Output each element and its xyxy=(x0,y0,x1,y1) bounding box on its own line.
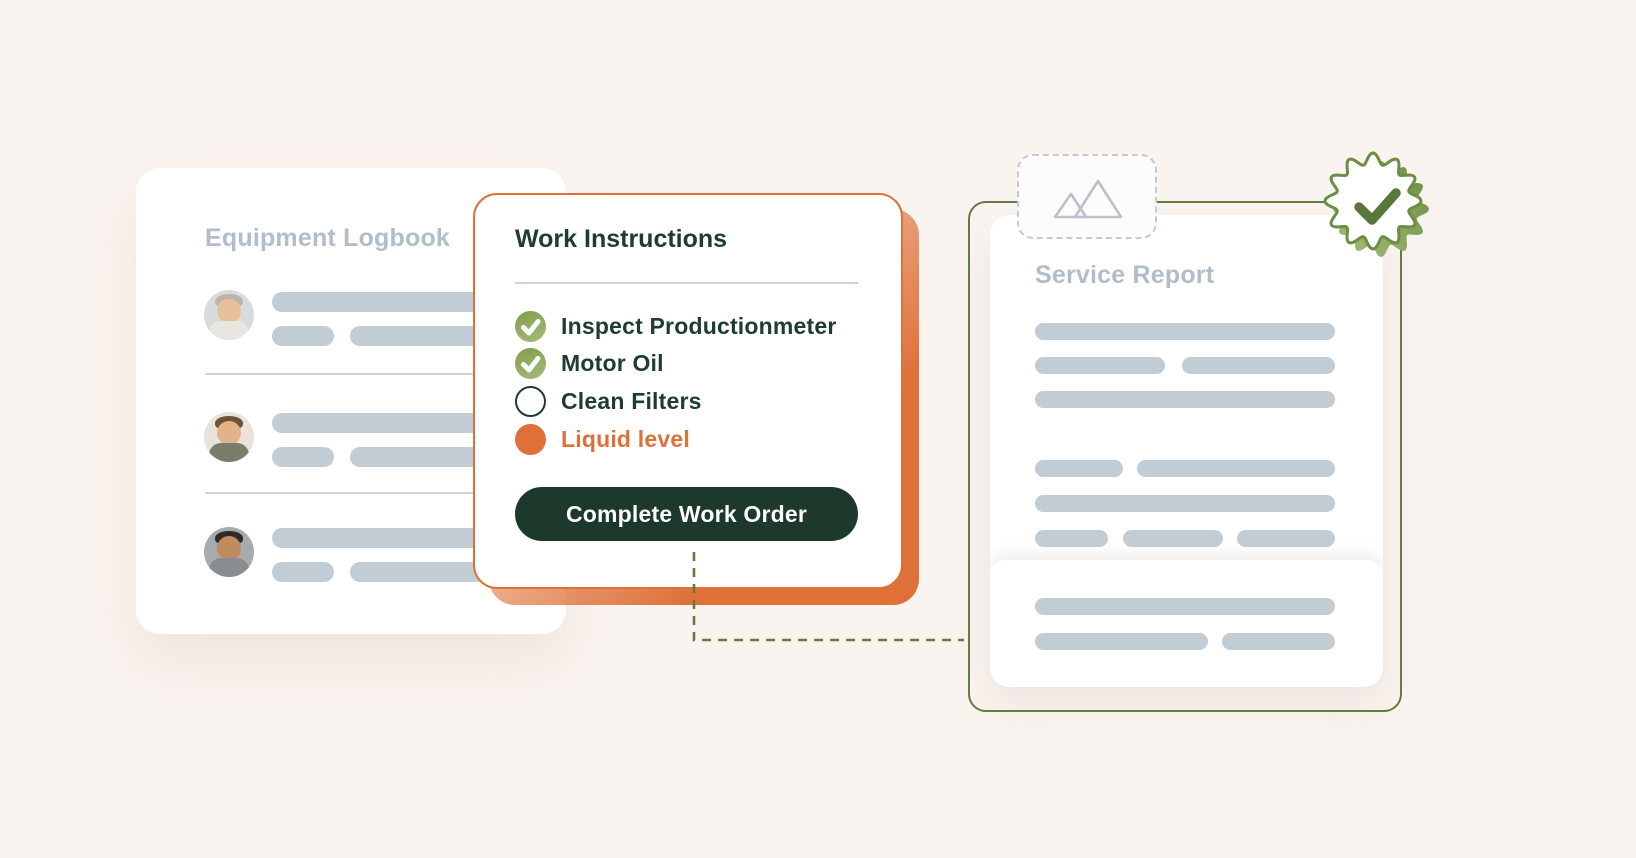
placeholder-bar xyxy=(1035,530,1108,547)
placeholder-bar xyxy=(272,562,334,582)
avatar-shoulders xyxy=(209,443,249,462)
user-avatar xyxy=(204,527,254,577)
checkbox-circle[interactable] xyxy=(515,386,546,417)
checklist-item-inspect-productionmeter[interactable]: Inspect Productionmeter xyxy=(515,311,837,342)
placeholder-bar xyxy=(1035,323,1335,340)
checkbox-circle[interactable] xyxy=(515,348,546,379)
title-divider xyxy=(515,282,858,284)
report-lower-sheet xyxy=(990,560,1383,687)
avatar-face xyxy=(217,536,241,560)
row-divider xyxy=(205,492,520,494)
placeholder-bar xyxy=(272,528,527,548)
checkbox-circle[interactable] xyxy=(515,311,546,342)
avatar-face xyxy=(217,421,241,445)
placeholder-bar xyxy=(1123,530,1223,547)
placeholder-bar xyxy=(1035,357,1165,374)
placeholder-bar xyxy=(272,447,334,467)
placeholder-bar xyxy=(272,326,334,346)
checklist-item-label: Inspect Productionmeter xyxy=(561,313,837,339)
checklist-item-liquid-level[interactable]: Liquid level xyxy=(515,424,690,455)
placeholder-bar xyxy=(1222,633,1335,650)
check-icon xyxy=(521,356,541,373)
check-icon xyxy=(521,319,541,336)
checklist-item-motor-oil[interactable]: Motor Oil xyxy=(515,348,664,379)
placeholder-bar xyxy=(1237,530,1335,547)
placeholder-bar xyxy=(1137,460,1335,477)
placeholder-bar xyxy=(272,292,527,312)
placeholder-bar xyxy=(272,413,527,433)
placeholder-bar xyxy=(1035,633,1208,650)
checklist-item-clean-filters[interactable]: Clean Filters xyxy=(515,386,702,417)
placeholder-bar xyxy=(1035,460,1123,477)
checklist-item-label: Clean Filters xyxy=(561,388,702,414)
placeholder-bar xyxy=(1035,598,1335,615)
placeholder-bar xyxy=(1035,391,1335,408)
avatar-shoulders xyxy=(209,558,249,577)
seal-check-icon xyxy=(1354,188,1401,225)
seal-icon xyxy=(1323,151,1429,257)
checklist-item-label: Liquid level xyxy=(561,426,690,452)
service-report-card: Service Report xyxy=(990,215,1383,687)
mountains-icon xyxy=(1053,179,1123,218)
user-avatar xyxy=(204,412,254,462)
complete-work-order-button[interactable]: Complete Work Order xyxy=(515,487,858,541)
work-instructions-title: Work Instructions xyxy=(515,225,728,253)
image-upload-placeholder xyxy=(1017,154,1157,239)
row-divider xyxy=(205,373,520,375)
placeholder-bar xyxy=(1035,495,1335,512)
checklist-item-label: Motor Oil xyxy=(561,350,664,376)
checkbox-circle[interactable] xyxy=(515,424,546,455)
user-avatar xyxy=(204,290,254,340)
report-outline-frame xyxy=(968,201,1402,712)
avatar-face xyxy=(217,299,241,323)
logbook-title: Equipment Logbook xyxy=(205,224,451,252)
service-report-title: Service Report xyxy=(1035,261,1215,289)
placeholder-bar xyxy=(1182,357,1335,374)
work-instructions-card: Work Instructions Inspect Productionmete… xyxy=(473,193,903,589)
avatar-shoulders xyxy=(209,321,249,340)
approved-seal-badge xyxy=(1322,150,1440,268)
